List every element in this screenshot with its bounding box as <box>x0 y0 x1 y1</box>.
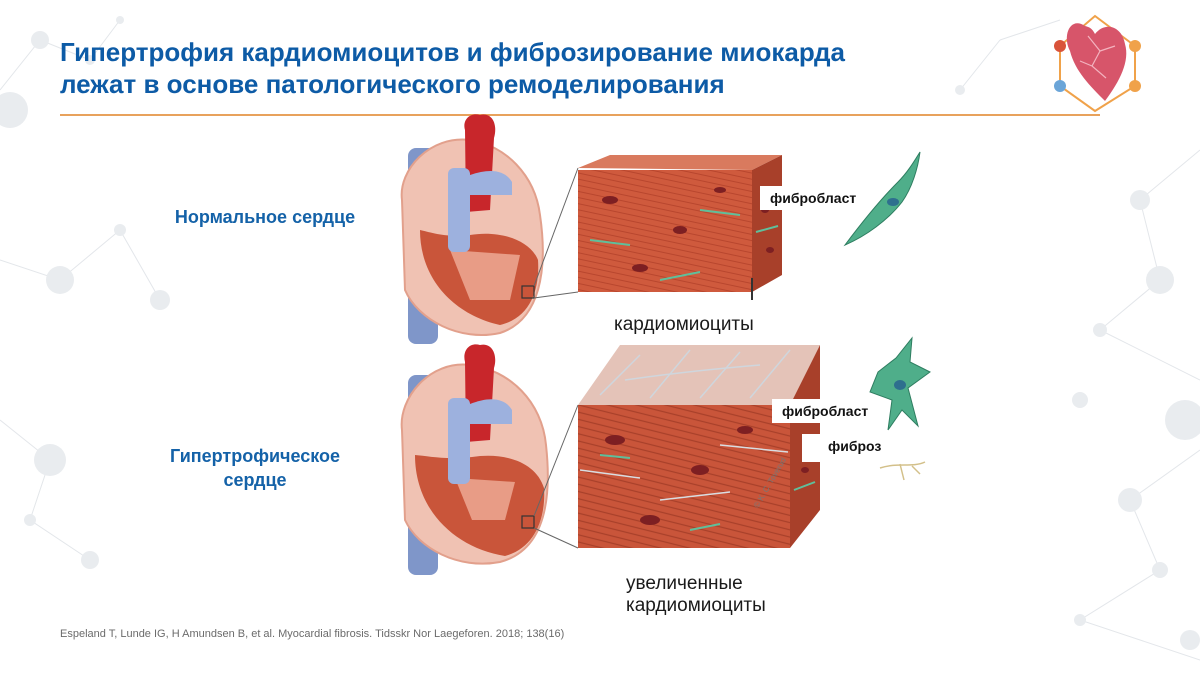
heart-logo-icon <box>1054 14 1141 113</box>
normal-fibroblast-shape <box>843 151 921 247</box>
enlarged-label-line-1: увеличенные <box>626 573 743 594</box>
title-line-2: лежат в основе патологического ремоделир… <box>60 69 725 99</box>
hypertrophic-heart-drawing <box>400 344 549 575</box>
hypertrophic-heart-label: Гипертрофическое сердце <box>140 444 370 492</box>
enlarged-label-line-2: кардиомиоциты <box>626 595 766 616</box>
enlarged-cardiomyocytes-label: увеличенные кардиомиоциты <box>626 573 766 617</box>
hypertrophic-label-line-2: сердце <box>223 470 287 490</box>
normal-heart-label: Нормальное сердце <box>174 207 356 227</box>
title-line-1: Гипертрофия кардиомиоцитов и фиброзирова… <box>60 37 846 67</box>
normal-fibroblast-tag: фибробласт <box>760 186 867 210</box>
fibrosis-tag: фиброз <box>802 434 896 462</box>
fibrosis-strands <box>879 461 926 481</box>
normal-heart-drawing <box>400 114 544 344</box>
title-underline <box>60 114 1100 116</box>
slide-title: Гипертрофия кардиомиоцитов и фиброзирова… <box>60 36 960 100</box>
hypertrophic-tissue-block <box>578 345 820 548</box>
hypertrophic-label-line-1: Гипертрофическое <box>169 446 341 466</box>
normal-tissue-block <box>578 155 782 292</box>
citation: Espeland T, Lunde IG, H Amundsen B, et a… <box>60 628 565 640</box>
hypertrophic-fibroblast-tag: фибробласт <box>772 399 879 423</box>
normal-cardiomyocytes-label: кардиомиоциты <box>614 314 754 335</box>
